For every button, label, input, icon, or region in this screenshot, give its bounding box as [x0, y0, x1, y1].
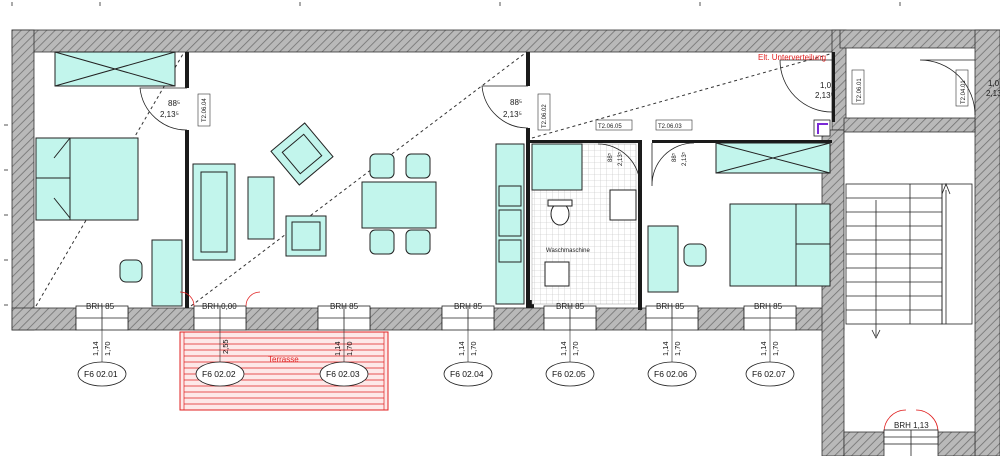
svg-text:BRH 85: BRH 85: [454, 302, 483, 311]
svg-text:1,70: 1,70: [673, 341, 682, 356]
windows: [75, 305, 797, 331]
interior-walls: [185, 52, 835, 310]
svg-text:BRH 0,00: BRH 0,00: [202, 302, 237, 311]
svg-text:T2.06.01: T2.06.01: [857, 78, 863, 102]
bath-note: Waschmaschine: [546, 248, 590, 254]
svg-text:F6 02.07: F6 02.07: [752, 369, 786, 379]
svg-text:88⁵: 88⁵: [510, 98, 522, 107]
svg-text:2,13: 2,13: [986, 89, 1000, 98]
walls: [11, 29, 1000, 456]
svg-text:F6 02.01: F6 02.01: [84, 369, 118, 379]
window-ids: F6 02.01 F6 02.02 F6 02.03 F6 02.04 F6 0…: [84, 369, 786, 379]
bed-1: [35, 137, 139, 221]
svg-text:1,14: 1,14: [457, 341, 466, 356]
brh-labels: BRH 85 BRH 0,00 BRH 85 BRH 85 BRH 85 BRH…: [86, 302, 783, 311]
svg-text:BRH 85: BRH 85: [86, 302, 115, 311]
staircase: [845, 182, 973, 339]
svg-text:F6 02.02: F6 02.02: [202, 369, 236, 379]
svg-text:T2.04.01: T2.04.01: [961, 80, 967, 104]
svg-text:1,14: 1,14: [333, 341, 342, 356]
svg-text:2,55: 2,55: [221, 339, 230, 354]
svg-text:F6 02.03: F6 02.03: [326, 369, 360, 379]
ruler: [4, 2, 901, 306]
svg-text:F6 02.05: F6 02.05: [552, 369, 586, 379]
svg-text:BRH 85: BRH 85: [754, 302, 783, 311]
svg-text:2,13⁵: 2,13⁵: [160, 110, 179, 119]
desk-1: [151, 239, 183, 307]
side-table: [247, 176, 275, 240]
window-id-ovals: [77, 361, 795, 387]
svg-text:2,13⁵: 2,13⁵: [815, 91, 834, 100]
svg-text:F6 02.06: F6 02.06: [654, 369, 688, 379]
desk-2: [647, 225, 679, 293]
chair-2: [683, 243, 707, 267]
svg-text:2,13⁵: 2,13⁵: [617, 151, 624, 166]
chair-1: [119, 259, 143, 283]
svg-text:1,14: 1,14: [559, 341, 568, 356]
svg-text:1,14: 1,14: [759, 341, 768, 356]
svg-text:BRH 85: BRH 85: [556, 302, 585, 311]
svg-text:F6 02.04: F6 02.04: [450, 369, 484, 379]
furniture: [35, 51, 831, 307]
svg-text:T2.06.05: T2.06.05: [598, 124, 622, 130]
svg-text:2,13⁵: 2,13⁵: [681, 151, 688, 166]
svg-text:2,13⁵: 2,13⁵: [503, 110, 522, 119]
svg-text:1,14: 1,14: [661, 341, 670, 356]
stair-window: [883, 409, 939, 456]
bed-2: [729, 203, 831, 287]
svg-text:T2.06.04: T2.06.04: [202, 98, 208, 122]
svg-text:T2.06.03: T2.06.03: [658, 124, 682, 130]
door-labels: 88⁵ 2,13⁵ T2.06.04 88⁵ 2,13⁵ T2.06.02 T2…: [160, 69, 1000, 166]
distribution-note: Elt. Unterverteilung: [758, 53, 826, 62]
window-dimension-text: 1,14 1,70 2,55 1,14 1,70 1,14 1,70 1,14 …: [91, 339, 780, 356]
svg-text:1,70: 1,70: [103, 341, 112, 356]
svg-text:BRH 85: BRH 85: [656, 302, 685, 311]
svg-text:1,70: 1,70: [571, 341, 580, 356]
dining-table: [361, 181, 437, 229]
kitchen-counter: [495, 143, 525, 305]
svg-text:88⁵: 88⁵: [671, 152, 678, 162]
window-dimensions: [101, 330, 771, 362]
svg-text:1,70: 1,70: [345, 341, 354, 356]
svg-text:Terrasse: Terrasse: [268, 355, 299, 364]
svg-text:1,01: 1,01: [820, 81, 836, 90]
shower: [531, 143, 583, 191]
svg-text:1,70: 1,70: [469, 341, 478, 356]
svg-text:T2.06.02: T2.06.02: [542, 104, 548, 128]
svg-text:88⁵: 88⁵: [607, 152, 614, 162]
stair-window-label: BRH 1,13: [894, 421, 929, 430]
svg-text:1,70: 1,70: [771, 341, 780, 356]
svg-text:1,14: 1,14: [91, 341, 100, 356]
svg-text:BRH 85: BRH 85: [330, 302, 359, 311]
washing-machine: [544, 261, 570, 287]
svg-text:88⁵: 88⁵: [168, 99, 180, 108]
svg-text:1,01: 1,01: [988, 79, 1000, 88]
door-swings: [139, 59, 976, 187]
